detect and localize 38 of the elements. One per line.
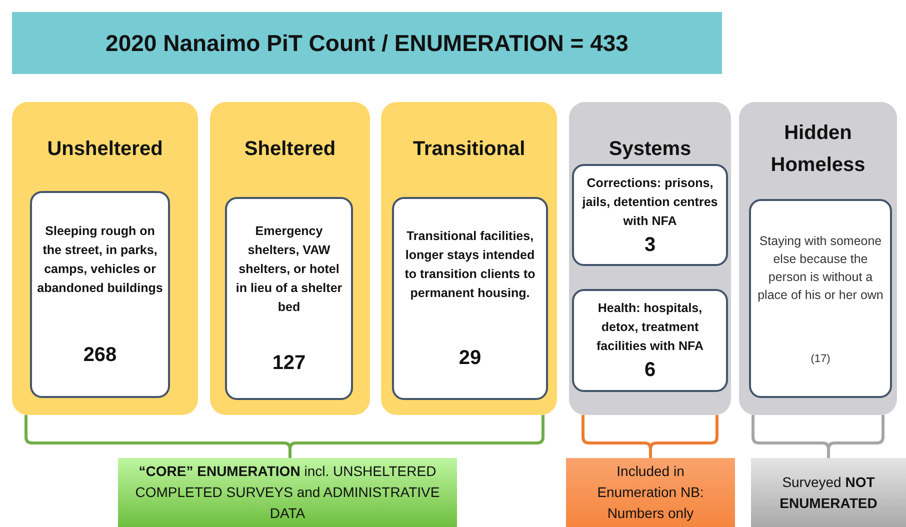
count-number: 6 [644,359,656,382]
description-card [225,197,353,400]
summary-text: Surveyed NOT ENUMERATED [778,472,878,512]
description-text: Transitional facilities, longer stays intended to transition clients to permanent housing. [404,228,536,302]
description-card [392,197,548,400]
description-text: Staying with someone else because the person is without a place of his or her own [756,232,884,304]
category-panel [381,102,557,415]
description-card [572,289,728,392]
description-text: Sleeping rough on the street, in parks, camps, vehicles or abandoned buildings [37,223,163,297]
grouping-bracket [582,414,718,460]
grouping-bracket [752,414,884,460]
summary-box [566,458,735,527]
count-number: 127 [272,352,306,375]
description-text: Emergency shelters, VAW shelters, or hotel in lieu of a shelter bed [234,223,344,316]
count-number: 29 [458,347,482,370]
description-text: Corrections: prisons, jails, detention centres with NFA [581,174,719,230]
description-card [30,191,170,398]
summary-box [751,458,906,527]
category-heading: Unsheltered [46,137,164,162]
description-card [572,164,728,266]
category-heading: Transitional [412,137,526,162]
category-panel [739,102,897,415]
category-panel [12,102,198,415]
count-number: 3 [644,234,656,256]
description-card [749,199,892,398]
category-heading: Sheltered [243,137,337,162]
summary-box [118,458,457,527]
count-number: (17) [810,353,830,366]
grouping-bracket [288,414,544,460]
count-number: 268 [83,344,117,367]
category-panel [210,102,370,415]
title-text: 2020 Nanaimo PiT Count / ENUMERATION = 433 [106,30,628,56]
description-text: Health: hospitals, detox, treatment facilities with NFA [596,300,704,355]
summary-text: Included in Enumeration NB: Numbers only [596,462,705,523]
category-heading: Hidden Homeless [770,121,866,178]
summary-text: “CORE” ENUMERATION incl. UNSHELTERED COMPLETED SURVEYS and ADMINISTRATIVE DATA [134,462,441,523]
category-heading: Systems [608,137,692,162]
category-panel [569,102,731,415]
